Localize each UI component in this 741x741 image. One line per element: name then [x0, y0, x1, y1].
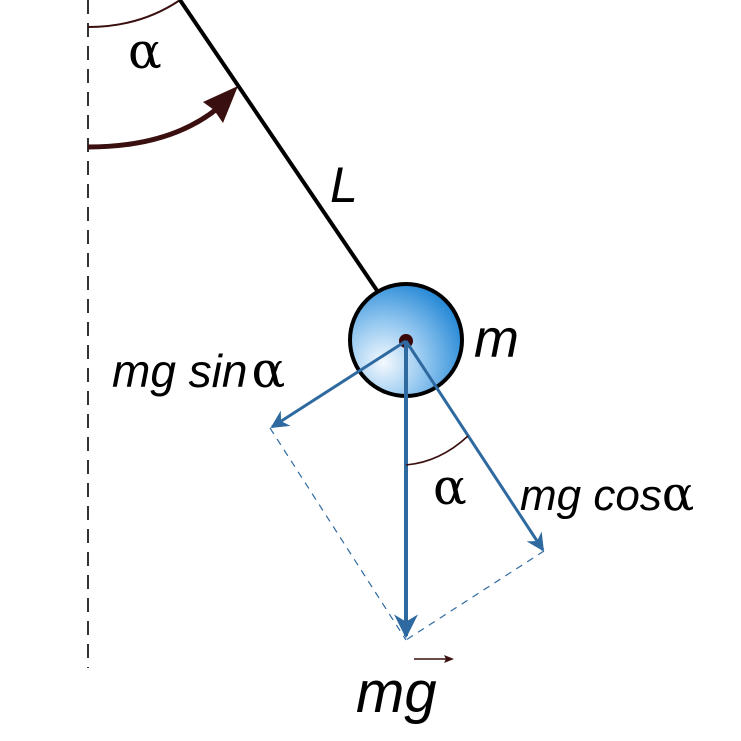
angle-arc-bottom — [405, 435, 469, 466]
g-vector-overline-head — [444, 655, 454, 663]
mg-sin-alpha: α — [251, 341, 286, 399]
pendulum-rod — [178, 0, 380, 294]
length-label: L — [330, 157, 358, 213]
rotation-arrowhead — [203, 86, 238, 123]
angle-arc-top — [87, 0, 181, 28]
dashed-guide-right — [405, 550, 545, 641]
mass-label: m — [474, 309, 519, 369]
mg-cos-text: mg cos — [520, 471, 662, 520]
mg-cos-label: mg cosα — [520, 470, 694, 518]
vector-mg-cos — [404, 340, 545, 552]
vector-mg-sin — [270, 339, 407, 429]
rotation-arc — [87, 106, 220, 150]
mg-cos-alpha: α — [661, 466, 695, 522]
dashed-guide-left — [269, 427, 407, 641]
angle-label-top: α — [128, 22, 162, 80]
mg-sin-label: mg sinα — [112, 345, 285, 395]
angle-label-bottom: α — [433, 458, 467, 516]
mg-sin-text: mg sin — [112, 345, 248, 397]
gravity-label: mg — [356, 660, 437, 725]
